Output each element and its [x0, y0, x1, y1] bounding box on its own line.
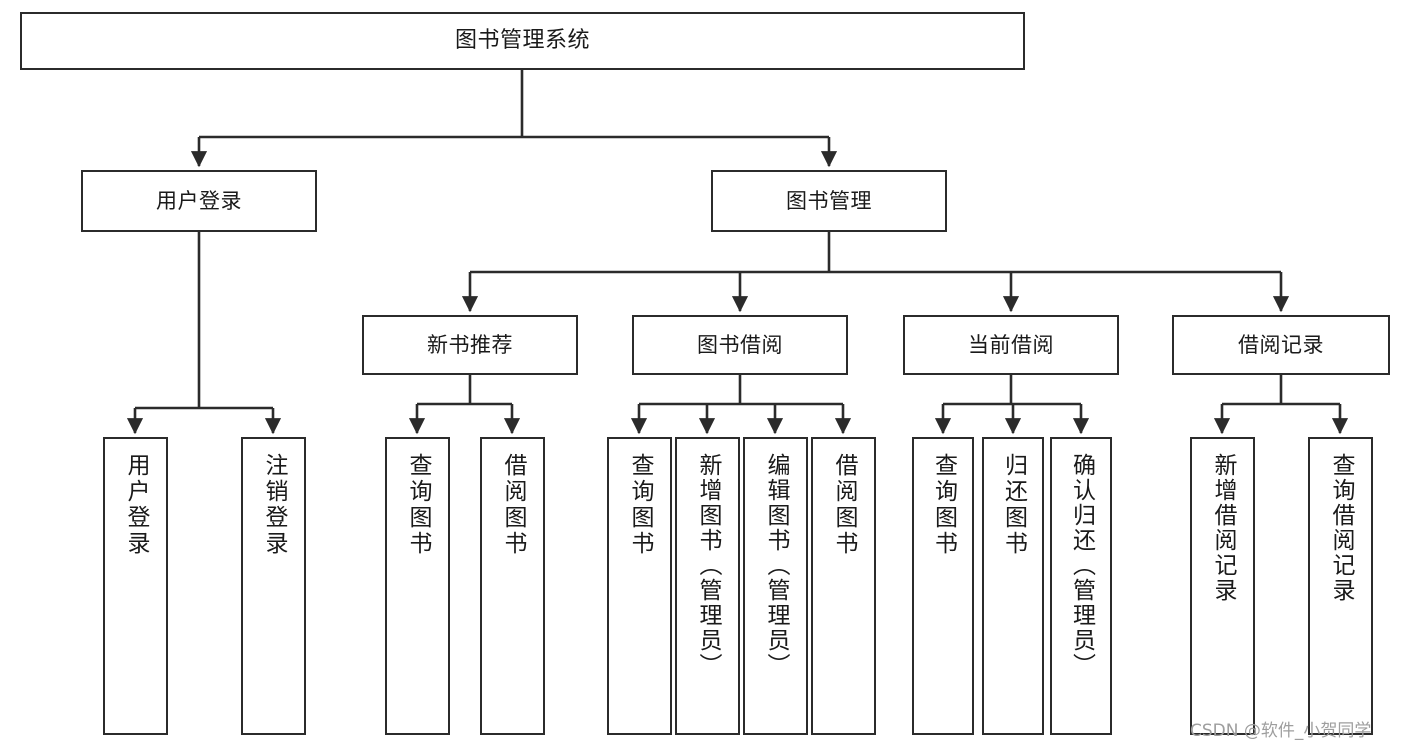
node-leaf-borrow-book-2[interactable]: 借阅图书	[811, 437, 876, 735]
node-root[interactable]: 图书管理系统	[20, 12, 1025, 70]
node-leaf-add-book-label: 新增图书（管理员）	[695, 453, 721, 678]
node-leaf-add-book[interactable]: 新增图书（管理员）	[675, 437, 740, 735]
node-leaf-add-record[interactable]: 新增借阅记录	[1190, 437, 1255, 735]
node-book-borrow[interactable]: 图书借阅	[632, 315, 848, 375]
node-leaf-query-record-label: 查询借阅记录	[1328, 453, 1354, 603]
node-leaf-user-login[interactable]: 用户登录	[103, 437, 168, 735]
node-leaf-query-book-3-label: 查询图书	[930, 453, 957, 557]
node-leaf-user-logout-label: 注销登录	[261, 453, 287, 557]
node-user-login-label: 用户登录	[156, 188, 242, 213]
node-leaf-confirm-return[interactable]: 确认归还（管理员）	[1050, 437, 1112, 735]
node-leaf-user-login-label: 用户登录	[123, 453, 149, 557]
node-leaf-query-book-3[interactable]: 查询图书	[912, 437, 974, 735]
node-leaf-query-book-1-label: 查询图书	[405, 453, 431, 557]
node-user-login[interactable]: 用户登录	[81, 170, 317, 232]
node-leaf-return-book[interactable]: 归还图书	[982, 437, 1044, 735]
node-book-manage-label: 图书管理	[786, 188, 872, 213]
node-current-borrow[interactable]: 当前借阅	[903, 315, 1119, 375]
node-book-borrow-label: 图书借阅	[697, 332, 783, 357]
node-leaf-query-record[interactable]: 查询借阅记录	[1308, 437, 1373, 735]
node-borrow-record-label: 借阅记录	[1238, 332, 1324, 357]
node-current-borrow-label: 当前借阅	[968, 332, 1054, 357]
node-leaf-edit-book-label: 编辑图书（管理员）	[763, 453, 789, 678]
node-book-manage[interactable]: 图书管理	[711, 170, 947, 232]
node-leaf-edit-book[interactable]: 编辑图书（管理员）	[743, 437, 808, 735]
node-new-book-recommend-label: 新书推荐	[427, 332, 513, 357]
node-leaf-query-book-1[interactable]: 查询图书	[385, 437, 450, 735]
node-new-book-recommend[interactable]: 新书推荐	[362, 315, 578, 375]
node-root-label: 图书管理系统	[454, 28, 590, 54]
node-leaf-borrow-book-1-label: 借阅图书	[500, 453, 526, 557]
node-leaf-add-record-label: 新增借阅记录	[1210, 453, 1236, 603]
node-leaf-query-book-2[interactable]: 查询图书	[607, 437, 672, 735]
node-borrow-record[interactable]: 借阅记录	[1172, 315, 1390, 375]
node-leaf-user-logout[interactable]: 注销登录	[241, 437, 306, 735]
node-leaf-borrow-book-1[interactable]: 借阅图书	[480, 437, 545, 735]
csdn-watermark: CSDN @软件_小贺同学	[1190, 721, 1372, 741]
node-leaf-return-book-label: 归还图书	[1000, 453, 1027, 557]
node-leaf-query-book-2-label: 查询图书	[627, 453, 653, 557]
node-leaf-confirm-return-label: 确认归还（管理员）	[1068, 453, 1095, 678]
node-leaf-borrow-book-2-label: 借阅图书	[831, 453, 857, 557]
